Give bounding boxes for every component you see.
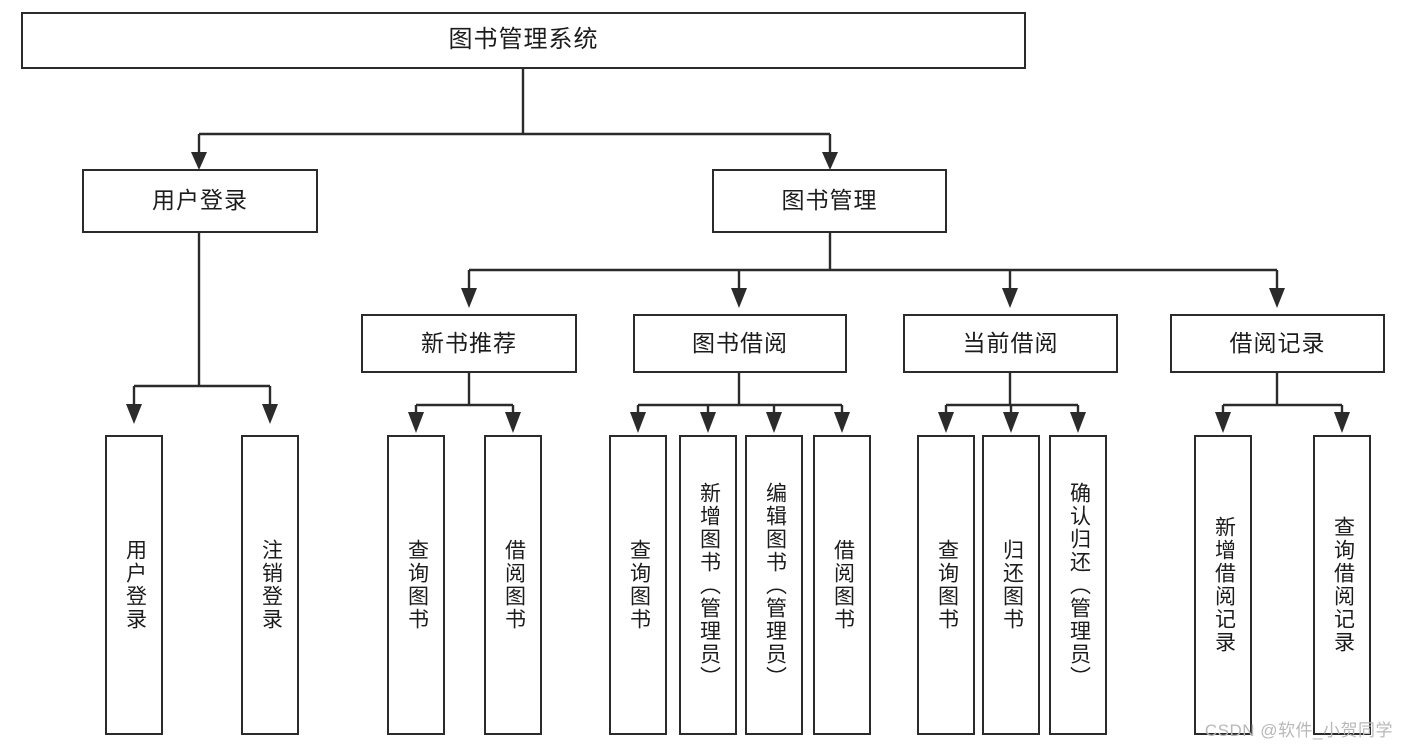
node-label: 新书推荐 (421, 329, 517, 356)
leaf-current-query-book[interactable]: 查询图书 (917, 435, 975, 735)
node-label: 图书借阅 (692, 329, 788, 356)
node-label: 借阅图书 (831, 539, 855, 631)
leaf-user-login-logout[interactable]: 注销登录 (241, 435, 299, 735)
leaf-record-add-record[interactable]: 新增借阅记录 (1194, 435, 1252, 735)
node-root-system[interactable]: 图书管理系统 (21, 12, 1026, 69)
node-label: 当前借阅 (962, 329, 1059, 356)
node-label: 查询图书 (405, 539, 429, 631)
watermark-text: CSDN @软件_小贺同学 (1204, 721, 1393, 740)
leaf-current-return-book[interactable]: 归还图书 (982, 435, 1040, 735)
node-label: 新增图书（管理员） (697, 481, 721, 689)
node-label: 查询借阅记录 (1331, 516, 1355, 654)
node-label: 新增借阅记录 (1212, 516, 1236, 654)
leaf-borrow-edit-book[interactable]: 编辑图书（管理员） (745, 435, 803, 735)
node-label: 用户登录 (123, 539, 147, 631)
leaf-user-login-login[interactable]: 用户登录 (105, 435, 163, 735)
node-label: 归还图书 (1000, 539, 1024, 631)
node-label: 查询图书 (935, 539, 959, 631)
node-label: 图书管理 (781, 187, 878, 214)
node-user-login[interactable]: 用户登录 (82, 169, 318, 233)
node-label: 注销登录 (259, 539, 283, 631)
leaf-current-confirm-return[interactable]: 确认归还（管理员） (1049, 435, 1107, 735)
node-label: 确认归还（管理员） (1067, 481, 1091, 689)
leaf-recommend-query-book[interactable]: 查询图书 (387, 435, 445, 735)
node-label: 用户登录 (152, 187, 248, 214)
leaf-record-query-record[interactable]: 查询借阅记录 (1313, 435, 1371, 735)
leaf-borrow-add-book[interactable]: 新增图书（管理员） (679, 435, 737, 735)
node-label: 图书管理系统 (448, 26, 599, 54)
leaf-borrow-borrow-book[interactable]: 借阅图书 (813, 435, 871, 735)
node-borrow-record[interactable]: 借阅记录 (1170, 314, 1385, 373)
node-label: 借阅图书 (502, 539, 526, 631)
node-book-management[interactable]: 图书管理 (712, 169, 947, 233)
node-label: 编辑图书（管理员） (763, 481, 787, 689)
node-label: 查询图书 (627, 539, 651, 631)
node-new-book-recommend[interactable]: 新书推荐 (361, 314, 577, 373)
node-label: 借阅记录 (1229, 329, 1326, 356)
leaf-recommend-borrow-book[interactable]: 借阅图书 (484, 435, 542, 735)
leaf-borrow-query-book[interactable]: 查询图书 (609, 435, 667, 735)
node-current-borrow[interactable]: 当前借阅 (903, 314, 1118, 373)
node-book-borrow[interactable]: 图书借阅 (633, 314, 847, 373)
